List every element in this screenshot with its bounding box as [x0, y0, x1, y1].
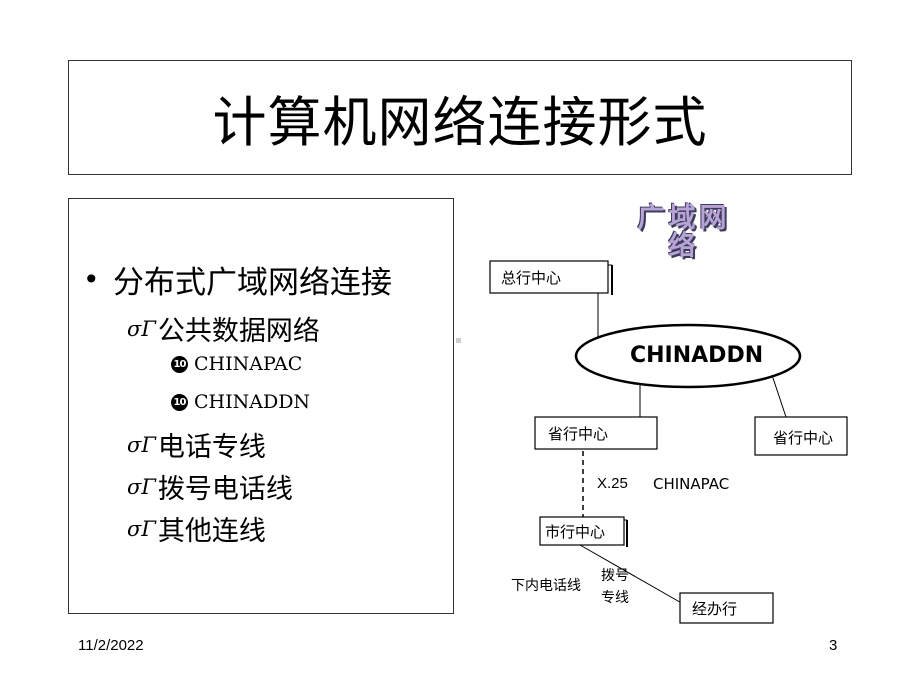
- province-left-box: [534, 416, 658, 450]
- sub-bullet-mark: σΓ: [127, 432, 156, 457]
- office-label: 经办行: [692, 600, 738, 618]
- hq-label: 总行中心: [501, 269, 562, 287]
- sub-bullet-mark: σΓ: [127, 516, 156, 541]
- office-box: [679, 592, 774, 624]
- sub-item-dialup-line: σΓ 拨号电话线: [127, 467, 293, 506]
- province-right-label: 省行中心: [773, 429, 834, 447]
- sub-item-leased-line: σΓ 电话专线: [127, 425, 266, 464]
- wan-title-line2: 络: [668, 231, 700, 262]
- numbered-circle-icon: 10: [171, 355, 188, 373]
- bullet-dot: •: [83, 263, 100, 296]
- sub-item-text: 电话专线: [157, 432, 266, 463]
- sub-item-text: 拨号电话线: [157, 474, 293, 505]
- dialup-link: [579, 544, 686, 606]
- chinapac-link-label: CHINAPAC: [653, 475, 730, 493]
- main-bullet-text: 分布式广域网络连接: [113, 265, 392, 301]
- sub-sub-item-chinapac: 10 CHINAPAC: [171, 353, 302, 375]
- intranet-phone-label: 下内电话线: [511, 578, 581, 594]
- sub-item-other-lines: σΓ 其他连线: [127, 509, 266, 548]
- city-box: [539, 516, 625, 546]
- wan-diagram: 广域网 络 总行中心 CHINADDN 省行中心 省行中心 X.25 CHINA…: [470, 195, 890, 635]
- sub-bullet-mark: σΓ: [127, 474, 156, 499]
- decorative-dot: [456, 338, 461, 343]
- wan-diagram-lines: [489, 260, 848, 624]
- sub-item-text: 其他连线: [157, 516, 266, 547]
- province-right-link: [771, 374, 787, 418]
- city-label: 市行中心: [545, 523, 606, 541]
- dialup-label-line2: 专线: [601, 590, 629, 606]
- sub-sub-item-text: CHINAPAC: [194, 353, 303, 375]
- slide-title: 计算机网络连接形式: [212, 91, 708, 154]
- sub-item-text: 公共数据网络: [157, 316, 320, 347]
- footer-page-number: 3: [829, 637, 838, 654]
- main-bullet: • 分布式广域网络连接: [83, 257, 392, 302]
- sub-sub-item-chinaddn: 10 CHINADDN: [171, 391, 310, 413]
- chinaddn-ellipse: [574, 323, 802, 389]
- wan-title: 广域网 络: [584, 205, 784, 261]
- x25-label: X.25: [597, 475, 628, 492]
- hq-box: [489, 260, 609, 294]
- numbered-circle-icon: 10: [171, 393, 188, 411]
- dialup-label-line1: 拨号: [601, 568, 629, 584]
- sub-sub-item-text: CHINADDN: [194, 391, 311, 413]
- sub-item-public-data-network: σΓ 公共数据网络: [127, 309, 320, 348]
- province-right-box: [754, 416, 848, 456]
- sub-bullet-mark: σΓ: [127, 316, 156, 341]
- wan-title-line1: 广域网: [637, 203, 731, 234]
- chinaddn-label: CHINADDN: [630, 343, 764, 368]
- content-box: • 分布式广域网络连接 σΓ 公共数据网络 10 CHINAPAC 10 CHI…: [68, 198, 454, 614]
- title-box: 计算机网络连接形式: [68, 60, 852, 175]
- footer-date: 11/2/2022: [78, 637, 144, 654]
- province-left-label: 省行中心: [548, 425, 609, 443]
